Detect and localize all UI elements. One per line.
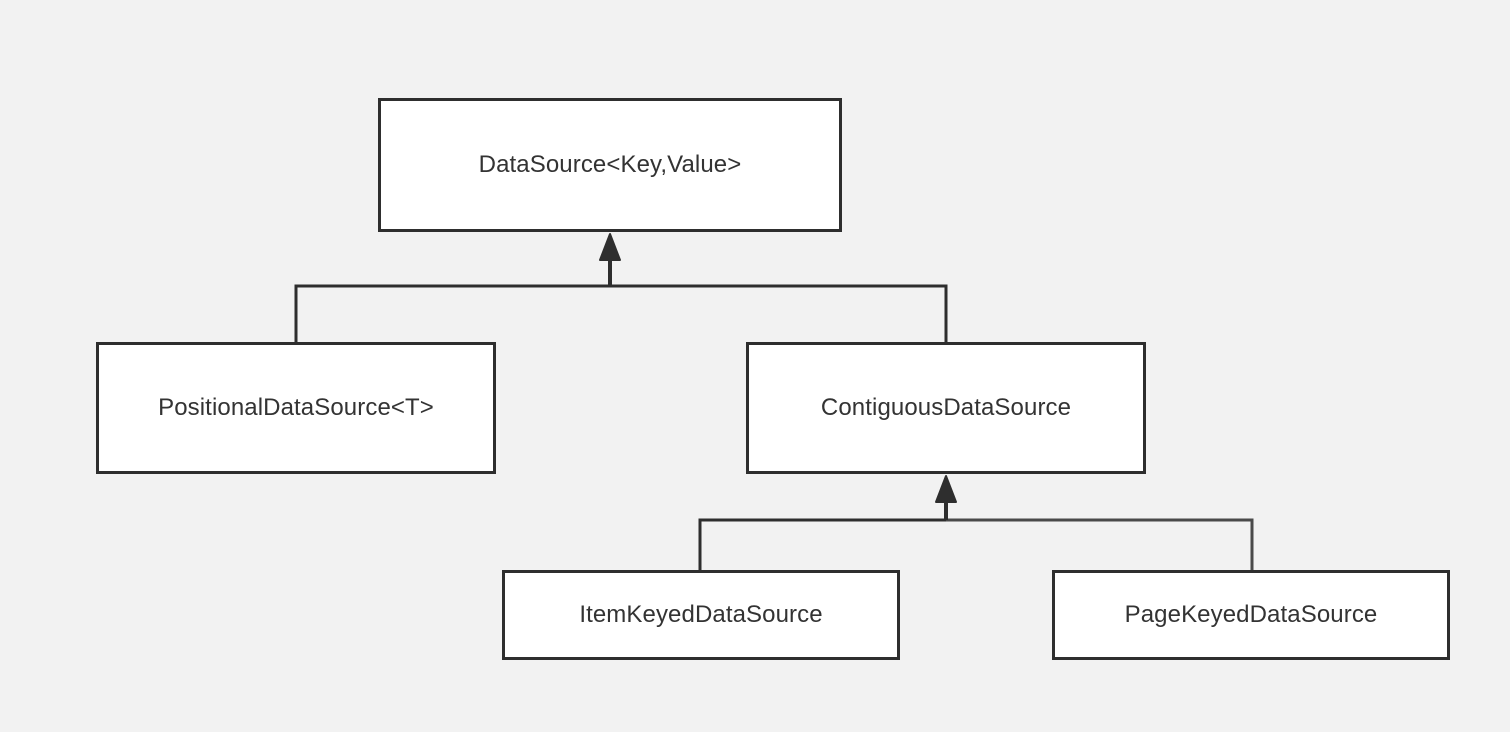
- connector-contiguous-to-datasource: [610, 284, 948, 342]
- class-label-contiguous-datasource: ContiguousDataSource: [820, 394, 1072, 421]
- inheritance-arrow-contiguous: [935, 475, 957, 503]
- class-box-positional-datasource[interactable]: PositionalDataSource<T>: [96, 342, 496, 474]
- class-box-itemkeyed-datasource[interactable]: ItemKeyedDataSource: [502, 570, 900, 660]
- class-box-pagekeyed-datasource[interactable]: PageKeyedDataSource: [1052, 570, 1450, 660]
- class-label-positional-datasource: PositionalDataSource<T>: [158, 394, 434, 421]
- class-label-pagekeyed-datasource: PageKeyedDataSource: [1124, 601, 1378, 628]
- class-label-datasource: DataSource<Key,Value>: [478, 151, 742, 178]
- inheritance-arrow-datasource: [599, 233, 621, 261]
- connector-pagekeyed-to-contiguous: [946, 518, 1254, 570]
- class-box-contiguous-datasource[interactable]: ContiguousDataSource: [746, 342, 1146, 474]
- connector-positional-to-datasource: [294, 284, 610, 342]
- class-box-datasource[interactable]: DataSource<Key,Value>: [378, 98, 842, 232]
- class-label-itemkeyed-datasource: ItemKeyedDataSource: [579, 601, 823, 628]
- connector-itemkeyed-to-contiguous: [698, 518, 946, 570]
